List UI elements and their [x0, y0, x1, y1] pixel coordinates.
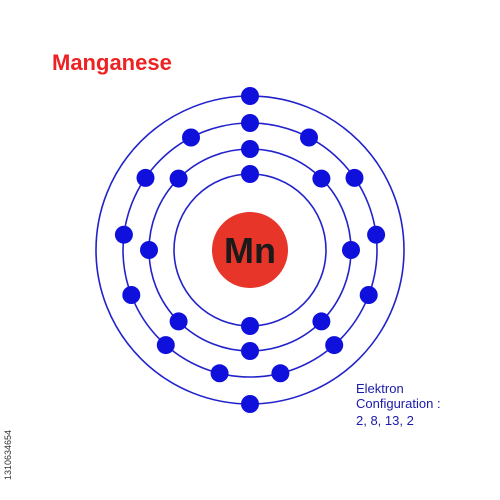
- stock-id-text: 1310634654: [3, 429, 13, 481]
- electron-shell-3: [122, 286, 141, 304]
- stock-image-id: 1310634654: [2, 416, 14, 496]
- electron-shell-3: [300, 128, 318, 147]
- nucleus: [212, 212, 288, 288]
- electron-shell-3: [359, 286, 378, 304]
- electron-shell-1: [241, 317, 259, 335]
- element-title: Manganese: [52, 50, 172, 75]
- electron-shell-2: [169, 169, 188, 188]
- config-label-line1: Elektron: [356, 381, 404, 396]
- electron-shell-3: [325, 336, 344, 355]
- element-symbol: Mn: [224, 230, 276, 271]
- electron-shell-4: [241, 395, 259, 413]
- electron-shell-2: [342, 241, 360, 259]
- electron-shell-2: [312, 312, 331, 331]
- electron-shell-3: [271, 364, 290, 383]
- electron-shell-3: [182, 128, 200, 147]
- electron-shell-3: [114, 225, 133, 244]
- electron-shell-2: [169, 312, 188, 331]
- electron-shell-2: [140, 241, 158, 259]
- electron-shell-2: [312, 169, 331, 188]
- electron-shell-4: [241, 87, 259, 105]
- electron-shell-3: [367, 225, 386, 244]
- electron-shell-3: [241, 114, 259, 132]
- electron-shell-1: [241, 165, 259, 183]
- electron-shell-3: [345, 168, 364, 187]
- electron-shell-3: [210, 364, 229, 383]
- electron-shell-3: [156, 336, 175, 355]
- electron-shell-3: [136, 168, 155, 187]
- config-values: 2, 8, 13, 2: [356, 413, 414, 428]
- electron-shell-2: [241, 342, 259, 360]
- electrons: [114, 87, 386, 413]
- electron-shell-2: [241, 140, 259, 158]
- config-label-line2: Configuration :: [356, 396, 441, 411]
